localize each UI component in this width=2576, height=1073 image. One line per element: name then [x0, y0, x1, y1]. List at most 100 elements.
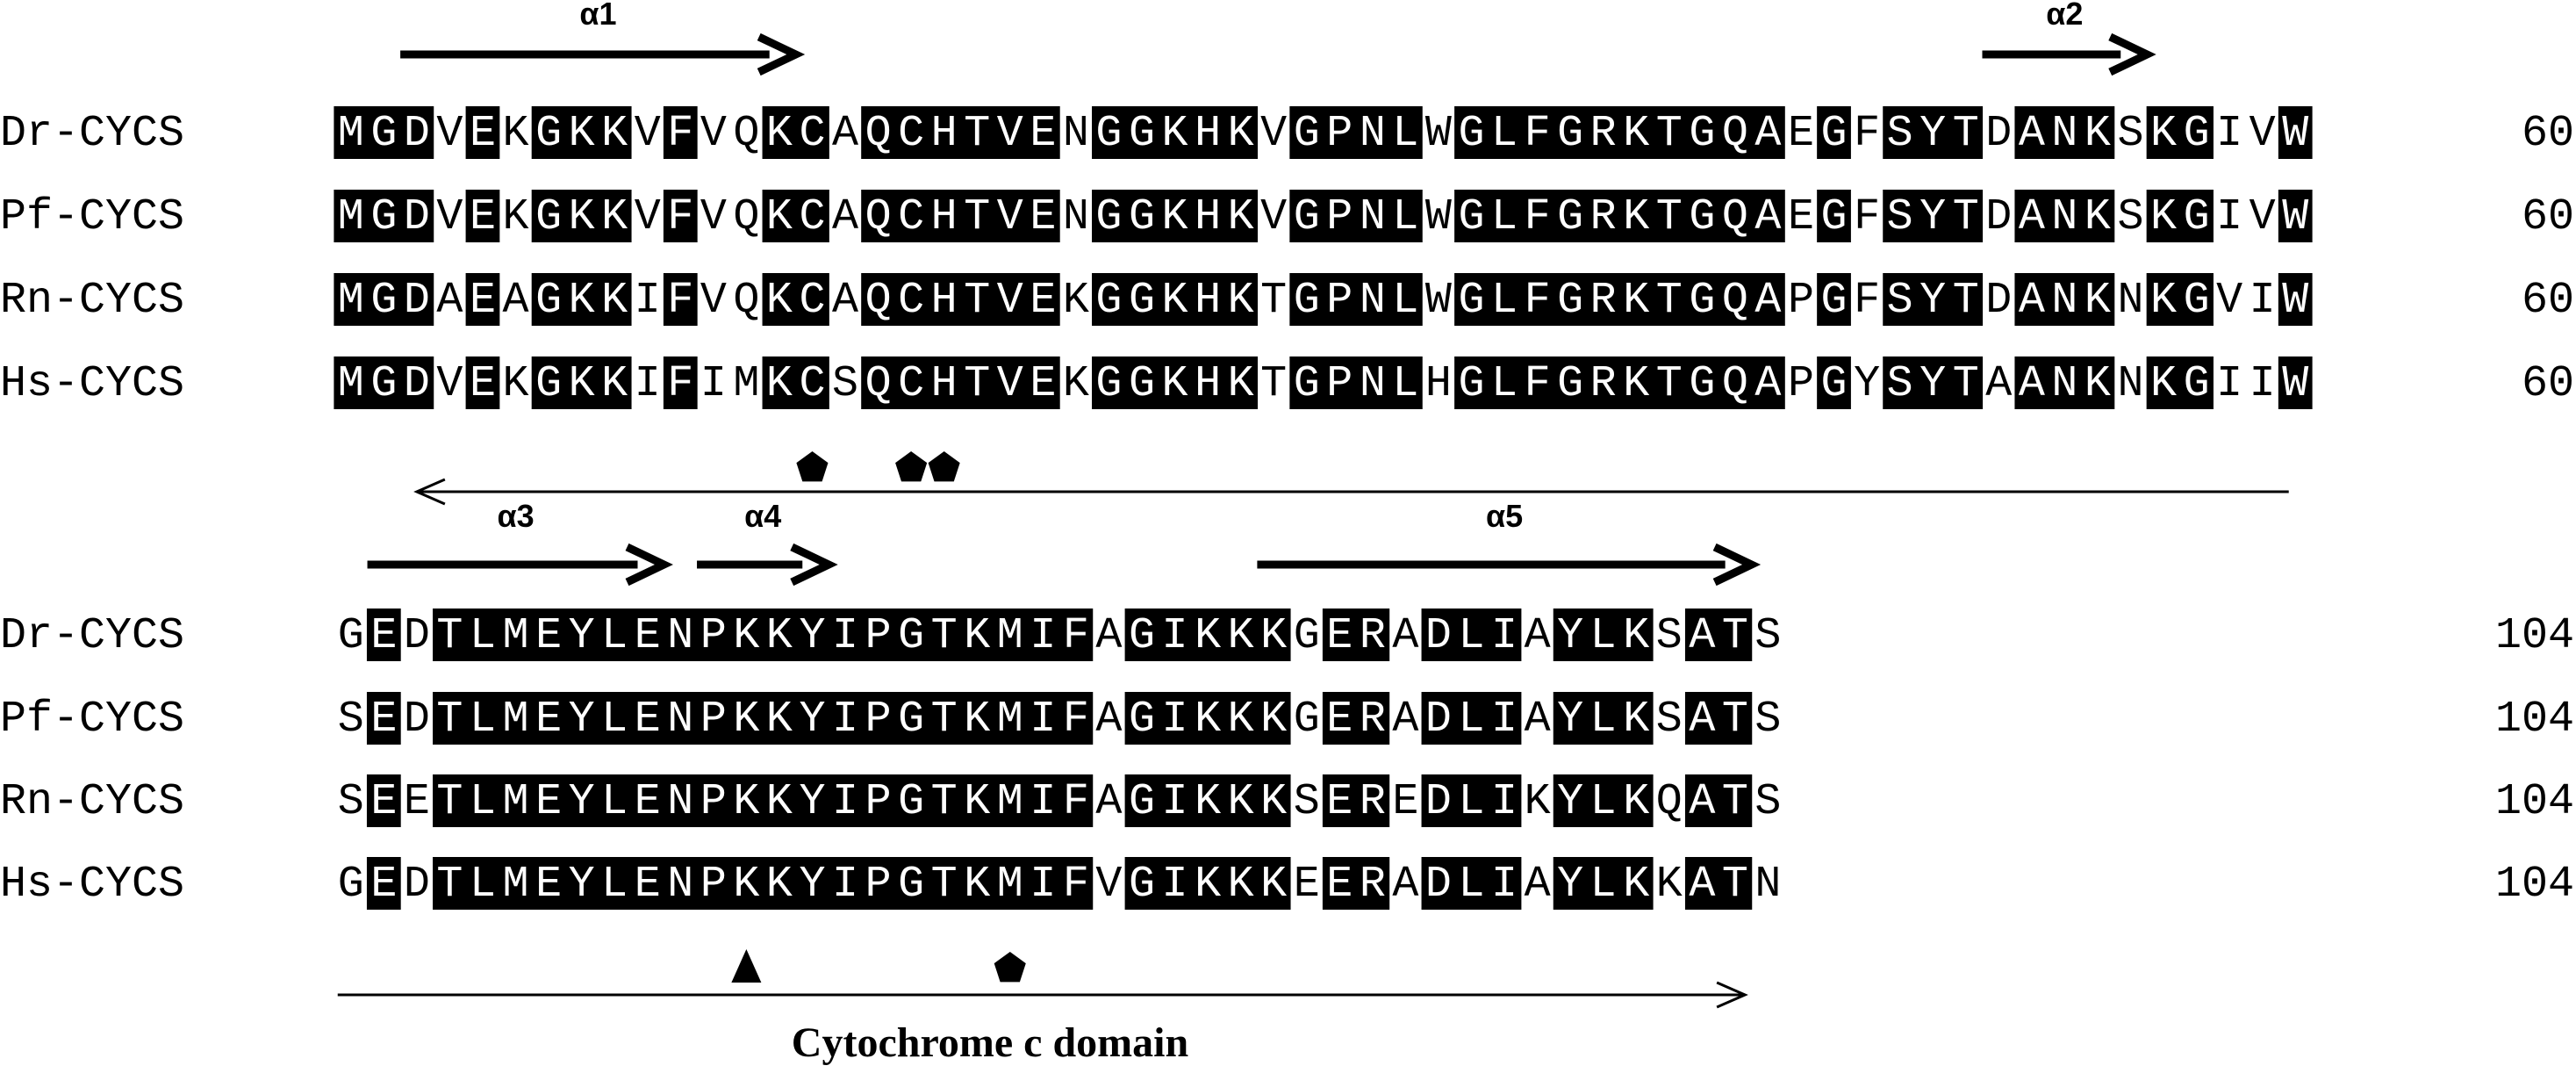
residue: V: [436, 109, 463, 159]
residue: T: [1953, 276, 1979, 326]
residue: V: [700, 109, 727, 159]
conserved-cell-shade: [1883, 356, 1917, 409]
residue: Q: [1722, 276, 1748, 326]
residue: N: [667, 695, 693, 745]
residue: P: [865, 611, 892, 661]
residue: R: [1590, 276, 1617, 326]
conserved-cell-shade: [993, 857, 1028, 910]
residue: L: [1392, 359, 1418, 409]
conserved-cell-shade: [993, 273, 1028, 326]
residue: W: [1425, 192, 1452, 242]
conserved-cell-shade: [1223, 774, 1258, 827]
residue: Y: [569, 611, 595, 661]
helix-arrowhead: [2108, 32, 2156, 76]
residue: A: [503, 276, 529, 326]
conserved-cell-shade: [762, 609, 797, 661]
residue: A: [1392, 611, 1418, 661]
helix-label: α3: [497, 498, 534, 534]
residue: G: [1689, 192, 1715, 242]
conserved-cell-shade: [1454, 857, 1489, 910]
residue: K: [503, 109, 529, 159]
residue: L: [1458, 777, 1484, 827]
conserved-cell-shade: [1355, 774, 1390, 827]
residue: G: [1129, 359, 1155, 409]
residue: K: [569, 109, 595, 159]
residue: S: [1887, 276, 1913, 326]
residue: K: [1195, 860, 1221, 910]
conserved-cell-shade: [1618, 106, 1654, 159]
conserved-cell-shade: [1190, 609, 1225, 661]
conserved-cell-shade: [1355, 857, 1390, 910]
conserved-cell-shade: [1454, 692, 1489, 745]
conserved-cell-shade: [828, 857, 863, 910]
conserved-cell-shade: [2278, 273, 2313, 326]
residue: K: [964, 777, 990, 827]
residue: Y: [1557, 695, 1583, 745]
conserved-cell-shade: [1223, 273, 1258, 326]
residue: Y: [1919, 276, 1946, 326]
conserved-cell-shade: [433, 774, 467, 827]
residue: Q: [733, 109, 759, 159]
residue: E: [1294, 860, 1320, 910]
conserved-cell-shade: [663, 106, 698, 159]
residue: S: [1656, 611, 1683, 661]
residue: M: [503, 611, 529, 661]
conserved-cell-shade: [1355, 273, 1390, 326]
residue: S: [338, 695, 364, 745]
helix-arrowhead: [1712, 543, 1762, 587]
conserved-cell-shade: [366, 356, 401, 409]
residue: V: [997, 359, 1023, 409]
conserved-cell-shade: [597, 356, 632, 409]
residue: T: [436, 777, 463, 827]
residue: Y: [799, 695, 825, 745]
conserved-cell-shade: [334, 190, 369, 242]
residue: Q: [1722, 359, 1748, 409]
residue: S: [832, 359, 858, 409]
residue: Y: [799, 611, 825, 661]
conserved-cell-shade: [597, 609, 632, 661]
residue: V: [997, 192, 1023, 242]
residue: D: [404, 695, 430, 745]
residue: E: [635, 611, 661, 661]
residue: H: [931, 109, 958, 159]
residue: I: [832, 860, 858, 910]
conserved-cell-shade: [433, 857, 467, 910]
residue: P: [865, 860, 892, 910]
residue: G: [535, 276, 562, 326]
conserved-cell-shade: [1586, 609, 1621, 661]
conserved-cell-shade: [1454, 106, 1489, 159]
residue: I: [1491, 695, 1518, 745]
conserved-cell-shade: [1092, 356, 1126, 409]
residue: W: [1425, 276, 1452, 326]
residue: F: [667, 359, 693, 409]
residue: A: [1525, 611, 1551, 661]
residue: D: [1985, 192, 2012, 242]
conserved-cell-shade: [2179, 356, 2214, 409]
conserved-cell-shade: [2080, 356, 2115, 409]
residue: T: [1953, 192, 1979, 242]
conserved-cell-shade: [663, 190, 698, 242]
conserved-cell-shade: [861, 106, 895, 159]
conserved-cell-shade: [433, 692, 467, 745]
residue: I: [1491, 611, 1518, 661]
conserved-cell-shade: [1487, 106, 1522, 159]
residue: K: [1228, 276, 1254, 326]
residue: A: [1754, 276, 1781, 326]
residue: K: [733, 695, 759, 745]
residue: C: [799, 359, 825, 409]
residue: L: [1458, 611, 1484, 661]
conserved-cell-shade: [1158, 273, 1192, 326]
conserved-cell-shade: [1158, 857, 1192, 910]
residue: H: [931, 276, 958, 326]
conserved-cell-shade: [893, 857, 929, 910]
residue: K: [1228, 192, 1254, 242]
residue: K: [733, 777, 759, 827]
species-name: Rn-CYCS: [0, 777, 184, 827]
residue: I: [700, 359, 727, 409]
conserved-cell-shade: [663, 356, 698, 409]
helix-label: α2: [2046, 0, 2083, 32]
residue: A: [1754, 192, 1781, 242]
residue: L: [1491, 192, 1518, 242]
conserved-cell-shade: [366, 774, 401, 827]
